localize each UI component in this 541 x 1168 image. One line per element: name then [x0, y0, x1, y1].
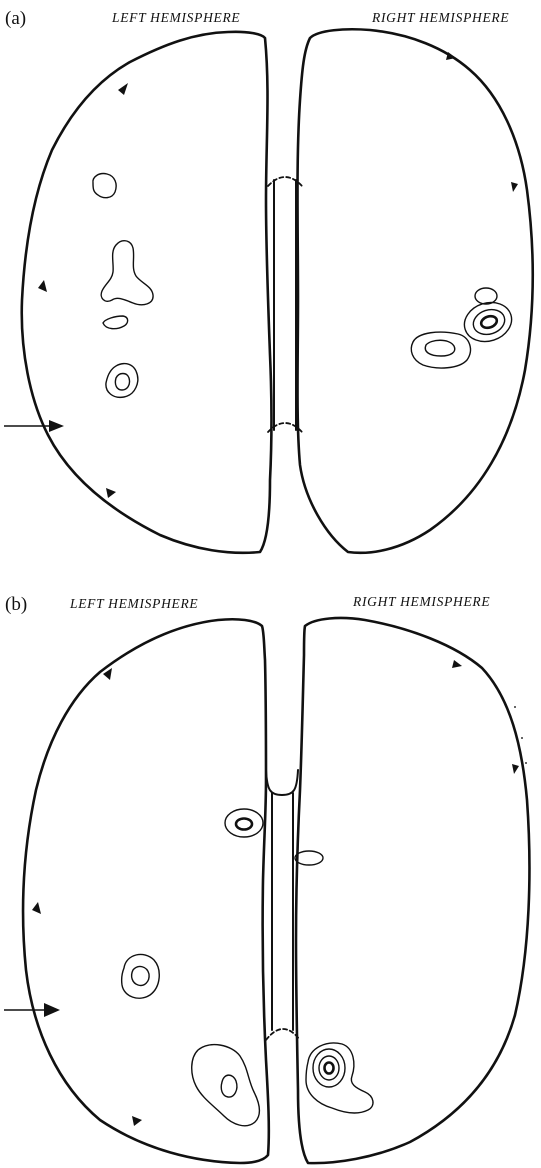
panel-b-tick-mark: [512, 764, 519, 774]
panel-a: (a) LEFT HEMISPHERE RIGHT HEMISPHERE: [4, 8, 533, 553]
panel-b-contour-ring-inner: [236, 819, 252, 830]
panel-a-contour-region-outer: [106, 364, 138, 398]
panel-a-arrow-icon: [49, 420, 64, 432]
panel-b-left-hemisphere-outline: [23, 619, 269, 1163]
panel-a-contour-region: [93, 174, 116, 198]
panel-a-contour-ring-middle: [470, 306, 508, 339]
panel-b-right-hemisphere-outline: [296, 618, 529, 1163]
panel-b-contour-ring-outer: [225, 809, 263, 837]
panel-b-contour-ring-inner: [325, 1063, 334, 1074]
panel-b-contour-region: [295, 851, 323, 865]
panel-b-speck: [514, 706, 516, 708]
panel-a-contour-region: [103, 316, 128, 329]
panel-a-tick-mark: [511, 182, 518, 192]
panel-b-label: (b): [5, 594, 27, 615]
panel-b-contour-region-inner: [221, 1075, 237, 1097]
panel-b-right-hemisphere-label: RIGHT HEMISPHERE: [352, 594, 490, 609]
panel-b-tick-mark: [132, 1116, 142, 1126]
panel-a-contour-region-inner: [425, 340, 454, 356]
panel-b-tick-mark: [452, 660, 462, 668]
panel-b-left-hemisphere-label: LEFT HEMISPHERE: [69, 596, 198, 611]
panel-b-fissure-top-loop: [266, 770, 298, 795]
panel-a-contour-region-outer: [411, 332, 470, 368]
panel-b-tick-mark: [32, 902, 41, 914]
panel-a-contour-region: [101, 241, 153, 305]
panel-b-contour-region-outer: [122, 954, 160, 998]
panel-a-label: (a): [5, 8, 26, 29]
panel-b-speck: [525, 762, 527, 764]
panel-a-tick-mark: [118, 83, 128, 95]
panel-a-left-hemisphere-outline: [22, 32, 272, 553]
panel-b-speck: [521, 737, 523, 739]
panel-a-left-hemisphere-label: LEFT HEMISPHERE: [111, 10, 240, 25]
panel-b-arrow-icon: [44, 1003, 60, 1017]
panel-b-contour-ring-outer: [313, 1049, 345, 1087]
panel-a-right-hemisphere-outline: [298, 29, 533, 553]
panel-b-contour-ring-middle: [319, 1056, 339, 1080]
panel-b-contour-region-outer: [192, 1045, 260, 1126]
panel-a-tick-mark: [38, 280, 47, 292]
panel-b-fissure-bottom-dash: [266, 1029, 300, 1040]
panel-a-right-hemisphere-label: RIGHT HEMISPHERE: [371, 10, 509, 25]
panel-a-tick-mark: [106, 488, 116, 498]
panel-a-contour-region-inner: [115, 374, 129, 391]
panel-b: (b) LEFT HEMISPHERE RIGHT HEMISPHERE: [4, 594, 529, 1163]
panel-a-contour-ring-inner: [480, 314, 499, 329]
panel-b-contour-region-inner: [132, 967, 149, 986]
panel-a-contour-region: [475, 288, 497, 304]
